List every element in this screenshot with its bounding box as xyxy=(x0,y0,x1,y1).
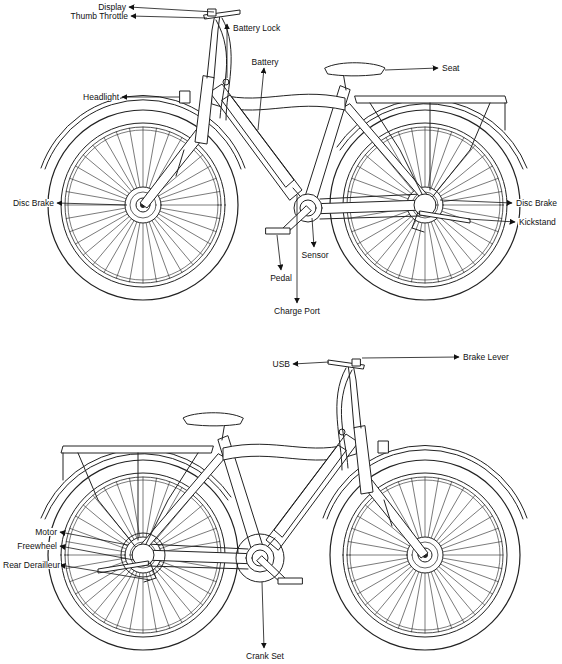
leader-line xyxy=(60,546,134,560)
part-label: Headlight xyxy=(82,93,120,102)
part-label: Thumb Throttle xyxy=(70,12,129,21)
leader-lines xyxy=(57,7,515,648)
part-label: Battery Lock xyxy=(232,24,281,33)
leader-line xyxy=(312,218,314,247)
part-label: Pedal xyxy=(269,274,293,283)
part-label: USB xyxy=(272,360,291,369)
ebike-side-right xyxy=(41,359,527,650)
chainring xyxy=(236,534,284,582)
leader-line xyxy=(60,565,150,580)
part-label: Kickstand xyxy=(518,218,557,227)
leader-line xyxy=(385,68,438,70)
part-label: Freewheel xyxy=(16,542,58,551)
leader-line xyxy=(362,357,459,358)
leader-line xyxy=(277,235,281,270)
leader-line xyxy=(297,195,298,303)
part-label: Seat xyxy=(441,64,461,73)
part-label: Brake Lever xyxy=(462,353,510,362)
part-label: Rear Derailleur xyxy=(2,561,61,570)
leader-line xyxy=(60,532,128,545)
part-label: Motor xyxy=(34,528,58,537)
hub-motor xyxy=(121,533,165,577)
ebike-side-left xyxy=(41,9,527,300)
leader-line xyxy=(468,219,515,222)
leader-line xyxy=(440,200,512,203)
leader-line xyxy=(131,16,207,18)
leader-line xyxy=(258,68,264,130)
leader-line xyxy=(262,582,264,648)
part-label: Disc Brake xyxy=(515,199,558,208)
leader-line xyxy=(293,362,329,364)
leader-line xyxy=(57,203,127,205)
part-label: Display xyxy=(97,3,127,12)
part-label: Disc Brake xyxy=(12,199,55,208)
leader-line xyxy=(227,24,228,78)
part-label: Crank Set xyxy=(245,652,285,661)
part-label: Charge Port xyxy=(273,307,321,316)
part-label: Battery xyxy=(251,58,280,67)
leader-line xyxy=(122,97,179,98)
part-label: Sensor xyxy=(301,251,330,260)
leader-line xyxy=(129,7,214,12)
